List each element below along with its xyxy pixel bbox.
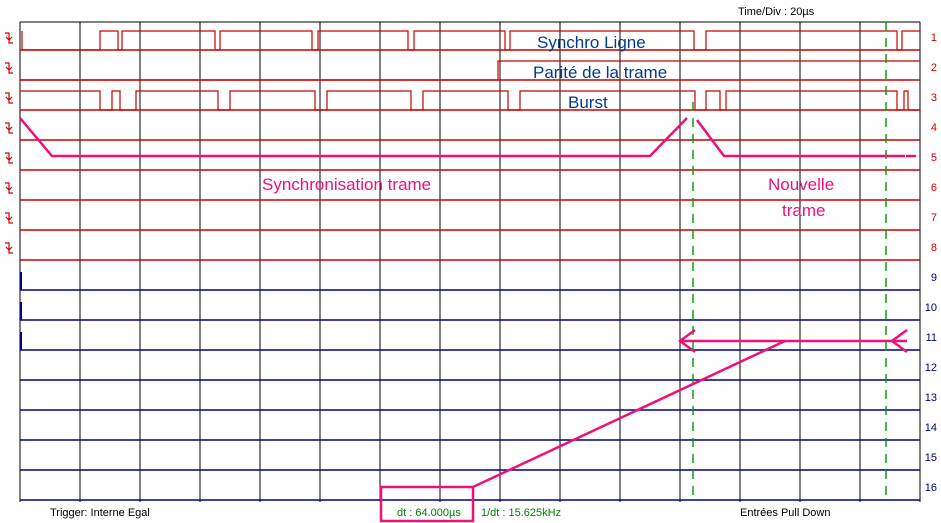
channel-number-8: 8 (930, 242, 937, 254)
falling-edge-icon[interactable] (4, 92, 14, 104)
trigger-status: Trigger: Interne Egal (50, 507, 150, 519)
channel-number-10: 10 (924, 302, 937, 314)
nouvelle-trame-line2: trame (782, 201, 826, 220)
trace-ch3 (20, 90, 920, 111)
falling-edge-icon[interactable] (4, 242, 14, 254)
channel-number-11: 11 (925, 332, 937, 344)
channel-number-12: 12 (924, 362, 937, 374)
channel-number-16: 16 (924, 482, 937, 494)
falling-edge-icon[interactable] (4, 122, 14, 134)
channel-number-9: 9 (930, 272, 937, 284)
falling-edge-icon[interactable] (4, 152, 14, 164)
new-frame-curve (696, 119, 905, 158)
channel-number-13: 13 (924, 392, 937, 404)
channel-number-2: 2 (930, 62, 937, 74)
measure-arrow-right (889, 328, 908, 354)
channel-traces (20, 22, 920, 501)
burst-label: Burst (568, 93, 608, 112)
channel-number-4: 4 (930, 122, 937, 134)
input-mode-label: Entrées Pull Down (740, 507, 831, 519)
frame-sync-curve (19, 117, 688, 158)
annotations (19, 117, 916, 523)
trace-ch2 (20, 60, 920, 81)
synchro-ligne-label: Synchro Ligne (537, 33, 646, 52)
channel-number-7: 7 (930, 212, 937, 224)
falling-edge-icon[interactable] (4, 182, 14, 194)
falling-edge-icon[interactable] (4, 32, 14, 44)
parite-label: Parité de la trame (533, 63, 668, 82)
leader-line (472, 339, 786, 489)
falling-edge-icon[interactable] (4, 62, 14, 74)
channel-number-3: 3 (930, 92, 937, 104)
grid (19, 21, 921, 502)
dt-readout: dt : 64.000µs (397, 507, 461, 519)
trace-ch1 (21, 30, 920, 51)
channel-number-6: 6 (930, 182, 937, 194)
measure-arrow-left (677, 328, 696, 354)
dt-highlight-box (379, 485, 475, 523)
inverse-dt-readout: 1/dt : 15.625kHz (481, 507, 562, 519)
channel-number-5: 5 (930, 152, 937, 164)
channel-number-14: 14 (924, 422, 937, 434)
falling-edge-icon[interactable] (4, 212, 14, 224)
sync-trame-label: Synchronisation trame (262, 175, 432, 194)
channel-number-1: 1 (930, 32, 937, 44)
time-div-label: Time/Div : 20µs (738, 6, 815, 18)
channel-number-15: 15 (924, 452, 937, 464)
nouvelle-trame-line1: Nouvelle (768, 175, 835, 194)
